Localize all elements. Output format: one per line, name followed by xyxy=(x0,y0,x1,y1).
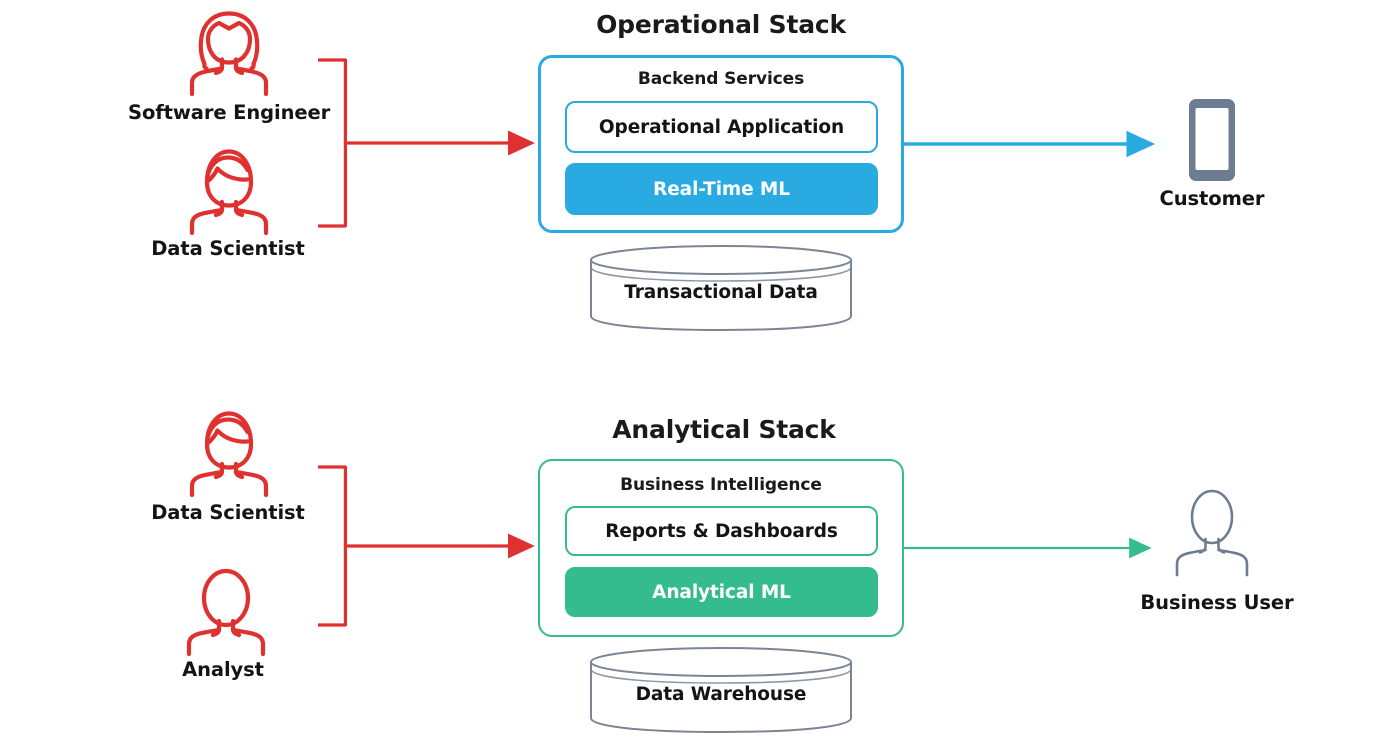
person-short-hair-icon xyxy=(179,144,279,236)
persona-label-data-scientist-top: Data Scientist xyxy=(151,237,305,260)
bracket-arrow-right-red-operational xyxy=(310,48,550,238)
persona-label-data-scientist-bottom: Data Scientist xyxy=(151,501,305,524)
database-cylinder-data-warehouse: Data Warehouse xyxy=(588,645,854,735)
analytical-stack-title: Analytical Stack xyxy=(612,415,836,444)
operational-stack-title: Operational Stack xyxy=(596,10,846,39)
arrow-right-green xyxy=(900,533,1170,565)
card-reports-and-dashboards[interactable]: Reports & Dashboards xyxy=(565,506,878,556)
mobile-phone-icon xyxy=(1186,96,1238,184)
backend-services-label: Backend Services xyxy=(637,69,805,89)
card-analytical-ml[interactable]: Analytical ML xyxy=(565,567,878,617)
business-intelligence-label: Business Intelligence xyxy=(620,475,822,495)
database-cylinder-transactional-data-label: Transactional Data xyxy=(624,281,818,303)
persona-label-software-engineer: Software Engineer xyxy=(128,101,331,124)
card-analytical-ml-label: Analytical ML xyxy=(652,581,791,603)
database-cylinder-transactional-data: Transactional Data xyxy=(588,243,854,333)
card-operational-application[interactable]: Operational Application xyxy=(565,101,878,153)
persona-label-analyst: Analyst xyxy=(182,658,264,681)
database-cylinder-data-warehouse-label: Data Warehouse xyxy=(635,683,807,705)
card-real-time-ml-label: Real-Time ML xyxy=(653,178,790,200)
card-real-time-ml[interactable]: Real-Time ML xyxy=(565,163,878,215)
arrow-right-blue xyxy=(900,128,1170,160)
persona-label-business-user: Business User xyxy=(1140,591,1294,614)
person-outline-gray-icon xyxy=(1168,484,1256,577)
bracket-arrow-right-red-analytical xyxy=(310,454,550,644)
person-plain-icon xyxy=(176,564,276,657)
card-operational-application-label: Operational Application xyxy=(598,116,845,138)
person-long-hair-icon xyxy=(179,4,279,97)
person-short-hair-icon-analytical xyxy=(179,406,279,498)
persona-label-customer: Customer xyxy=(1159,187,1265,210)
card-reports-and-dashboards-label: Reports & Dashboards xyxy=(605,520,838,542)
